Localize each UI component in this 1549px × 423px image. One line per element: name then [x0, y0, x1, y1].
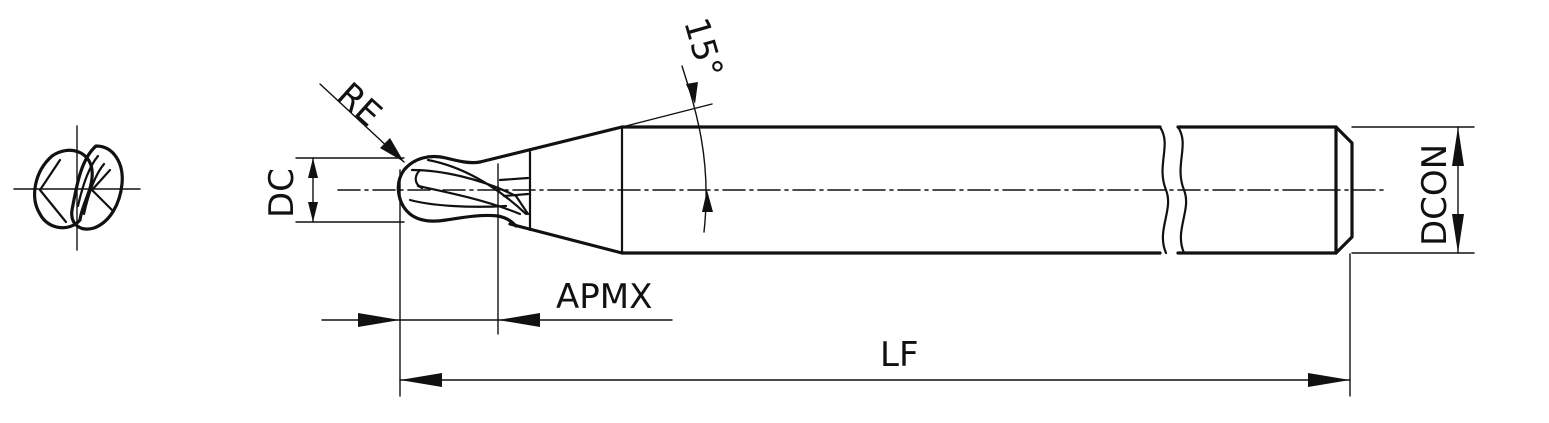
lf-dimension: LF [399, 253, 1351, 397]
neck-taper-top [478, 125, 624, 164]
dc-arrow-bottom [308, 202, 318, 222]
angle-dimension: 15° [621, 13, 730, 233]
end-view-flute-right [70, 144, 124, 231]
end-view-gash-lines [38, 158, 114, 224]
angle-arrow-top [686, 82, 698, 104]
dcon-dimension: DCON [1351, 126, 1475, 254]
dc-arrow-top [308, 158, 318, 178]
neck-taper-bottom [508, 222, 624, 255]
re-dimension: RE [319, 75, 405, 163]
dc-label: DC [262, 168, 302, 218]
dc-dimension: DC [262, 157, 405, 223]
apmx-dimension: APMX [321, 163, 673, 397]
flute-edge-2 [416, 184, 522, 216]
apmx-arrow-right [498, 313, 540, 327]
lf-label: LF [880, 335, 919, 375]
break-line-right [1176, 125, 1188, 255]
dcon-arrow-bottom [1452, 214, 1464, 253]
lf-arrow-left [400, 373, 442, 387]
angle-arrow-bottom [702, 190, 713, 212]
end-view-cutting-edge [76, 154, 100, 208]
flute-end-2 [502, 192, 530, 198]
angle-extension-line [621, 103, 713, 128]
end-view-cutting-edge-2 [82, 162, 106, 216]
apmx-label: APMX [556, 277, 652, 317]
ball-tip-detail [414, 168, 424, 190]
flute-edge-3 [426, 158, 528, 216]
re-arrowhead [380, 138, 404, 162]
break-line-left [1158, 125, 1170, 255]
dcon-arrow-top [1452, 127, 1464, 166]
tool-body [396, 125, 1354, 255]
dcon-label: DCON [1415, 144, 1455, 246]
flute-end-1 [498, 176, 530, 182]
end-view [13, 125, 141, 251]
lf-arrow-right [1308, 373, 1350, 387]
apmx-arrow-left [358, 313, 400, 327]
flute-edge-4 [408, 198, 508, 208]
re-label: RE [329, 75, 389, 135]
